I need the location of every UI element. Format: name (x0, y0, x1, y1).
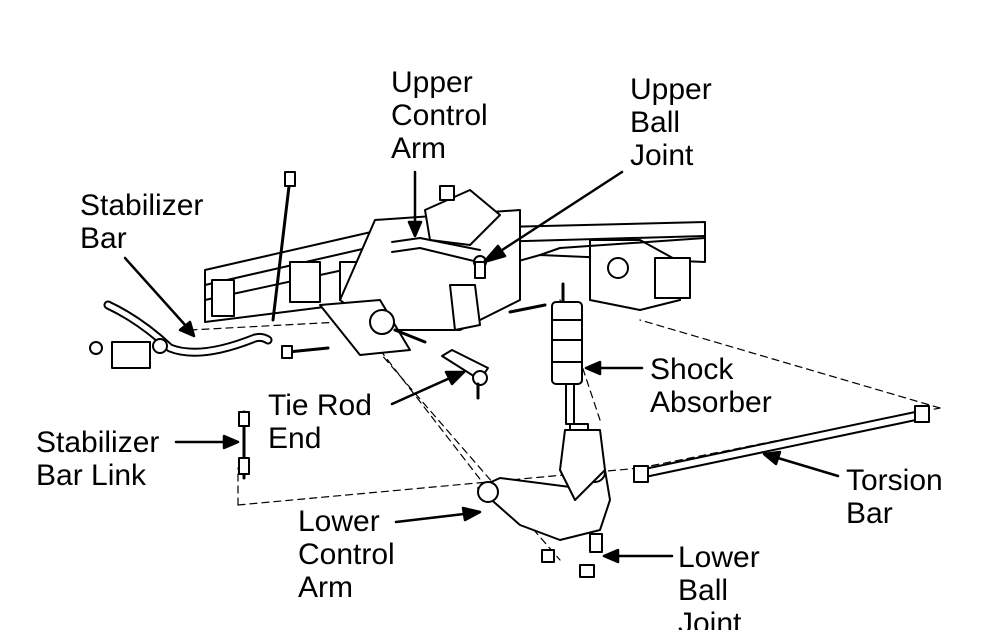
label-line: Lower (298, 505, 380, 538)
label-upper-control-arm: Upper Control Arm (391, 66, 488, 165)
label-tie-rod-end: Tie Rod End (268, 389, 372, 455)
label-line: Stabilizer (36, 426, 160, 459)
label-line: Control (298, 538, 395, 571)
knuckle-bracket (319, 185, 521, 356)
label-line: Joint (678, 607, 742, 630)
label-line: Lower (678, 541, 760, 574)
label-line: Torsion (846, 464, 943, 497)
lower-control-arm-part (477, 429, 611, 578)
label-upper-ball-joint: Upper Ball Joint (630, 73, 712, 172)
tie-rod-end-part (441, 349, 489, 400)
label-line: Upper (391, 66, 473, 99)
label-line: Stabilizer (80, 189, 204, 222)
label-line: End (268, 422, 322, 455)
label-line: Ball (678, 574, 729, 607)
shock-absorber-part (551, 282, 589, 437)
label-line: Arm (391, 132, 446, 165)
label-line: Tie Rod (268, 389, 372, 422)
label-line: Control (391, 99, 488, 132)
torsion-bar-part (633, 405, 930, 483)
label-line: Joint (630, 139, 694, 172)
label-stabilizer-bar-link: Stabilizer Bar Link (36, 426, 159, 492)
label-line: Bar (80, 222, 127, 255)
label-shock-absorber: Shock Absorber (650, 353, 772, 419)
leader-lines (123, 170, 840, 564)
label-torsion-bar: Torsion Bar (846, 464, 943, 530)
label-line: Bar Link (36, 459, 147, 492)
label-line: Arm (298, 571, 353, 604)
label-line: Ball (630, 106, 681, 139)
label-line: Upper (630, 73, 712, 106)
label-lower-control-arm: Lower Control Arm (298, 505, 395, 604)
stabilizer-bar-link-part (238, 171, 296, 480)
label-line: Bar (846, 497, 893, 530)
label-line: Absorber (650, 386, 772, 419)
label-stabilizer-bar: Stabilizer Bar (80, 189, 203, 255)
stabilizer-bar-part (89, 300, 273, 369)
label-lower-ball-joint: Lower Ball Joint (678, 541, 760, 630)
bolts (281, 303, 547, 359)
label-line: Shock (650, 353, 734, 386)
